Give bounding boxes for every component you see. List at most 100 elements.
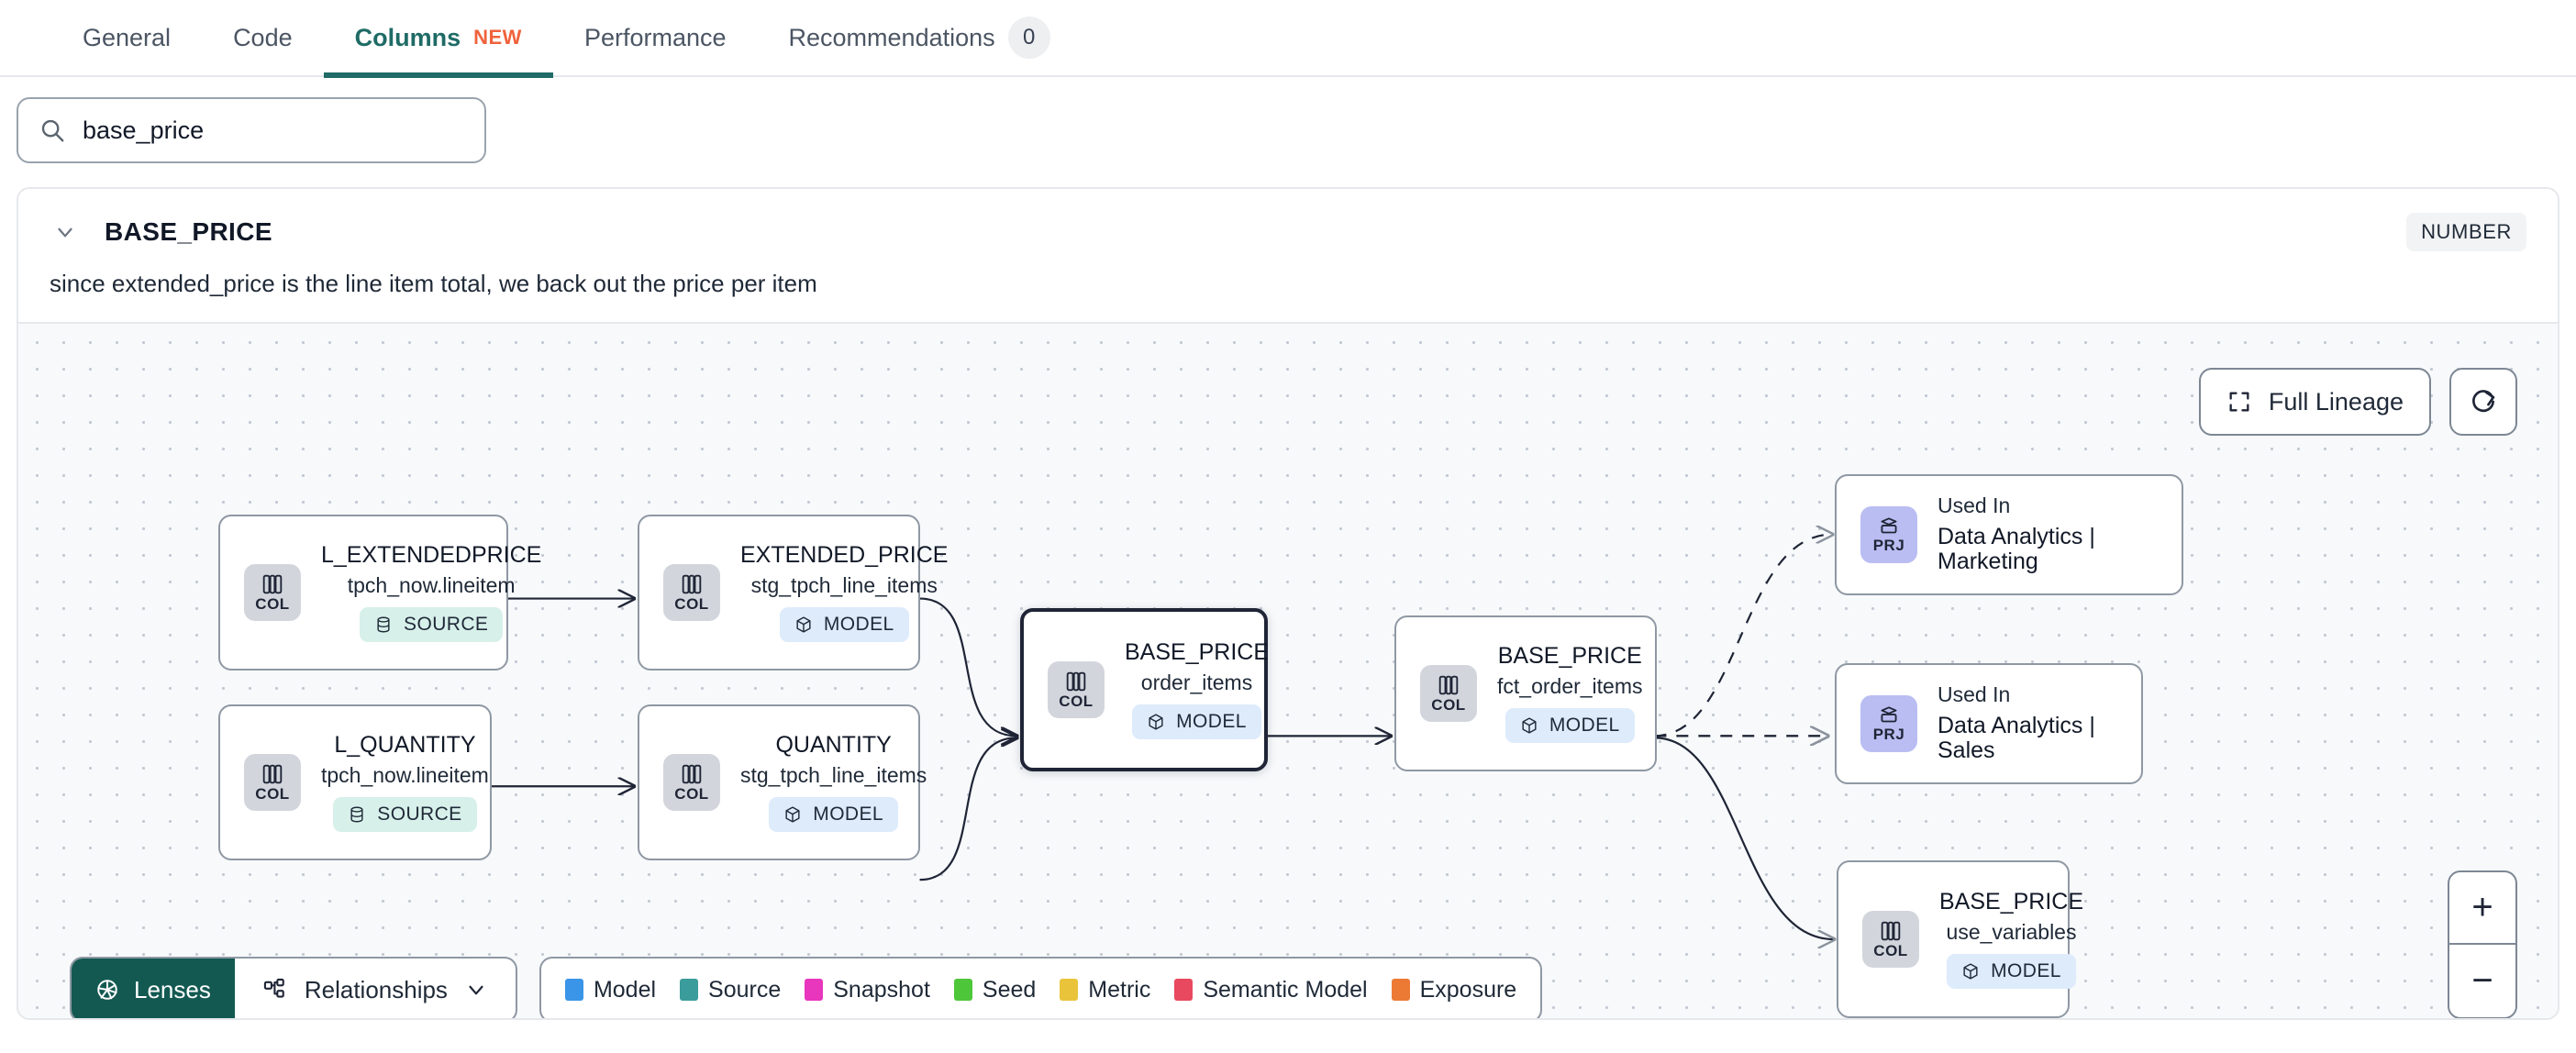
canvas-top-controls: Full Lineage <box>2198 368 2517 436</box>
column-header: BASE_PRICE NUMBER <box>18 189 2558 251</box>
node-kind-tag: COL <box>674 595 709 613</box>
node-name: BASE_PRICE <box>1497 642 1642 669</box>
tab-label: General <box>83 23 172 51</box>
lenses-button[interactable]: Lenses <box>72 959 235 1018</box>
lineage-node-quantity[interactable]: COL QUANTITY stg_tpch_line_items MODEL <box>638 704 927 860</box>
full-lineage-button[interactable]: Full Lineage <box>2198 368 2431 436</box>
node-body: L_EXTENDEDPRICE tpch_now.lineitem SOURCE <box>321 542 541 643</box>
legend-item-semantic-model: Semantic Model <box>1174 976 1368 1003</box>
lineage-node-l-quantity[interactable]: COL L_QUANTITY tpch_now.lineitem SOURCE <box>218 704 492 860</box>
legend-swatch <box>1391 979 1410 1001</box>
tab-recommendations[interactable]: Recommendations 0 <box>758 0 1082 76</box>
new-badge: NEW <box>473 26 522 49</box>
tab-columns[interactable]: Columns NEW <box>323 0 554 78</box>
node-type-pill: MODEL <box>769 797 898 833</box>
tab-general[interactable]: General <box>51 0 202 76</box>
chevron-down-icon[interactable] <box>50 216 81 248</box>
column-icon: COL <box>1420 665 1477 722</box>
legend-swatch <box>953 979 972 1001</box>
node-type-pill: MODEL <box>779 607 909 643</box>
legend-item-snapshot: Snapshot <box>805 977 930 1003</box>
refresh-button[interactable] <box>2449 368 2517 436</box>
lenses-label: Lenses <box>134 975 211 1003</box>
node-used-in-label: Used In <box>1938 493 2011 518</box>
node-kind-tag: COL <box>1059 693 1094 710</box>
relationships-dropdown[interactable]: Relationships <box>235 959 516 1018</box>
node-kind-tag: COL <box>255 785 290 803</box>
legend-swatch <box>1060 979 1079 1001</box>
tab-label: Performance <box>583 23 727 51</box>
node-subtitle: tpch_now.lineitem <box>347 573 516 598</box>
node-kind-tag: COL <box>674 785 709 803</box>
node-body: Used In Data Analytics | Marketing <box>1938 494 2158 574</box>
legend-label: Metric <box>1088 976 1151 1003</box>
tab-performance[interactable]: Performance <box>553 0 758 76</box>
node-type-pill: MODEL <box>1505 708 1635 744</box>
expand-icon <box>2226 389 2252 415</box>
column-icon: COL <box>244 754 301 811</box>
project-icon: PRJ <box>1860 695 1917 752</box>
tab-bar: General Code Columns NEW Performance Rec… <box>0 0 2576 78</box>
legend-label: Exposure <box>1419 976 1517 1003</box>
node-type-label: MODEL <box>823 614 894 636</box>
node-body: BASE_PRICE order_items MODEL <box>1125 638 1270 740</box>
node-subtitle: fct_order_items <box>1497 674 1643 699</box>
lineage-node-base-price-order-items[interactable]: COL BASE_PRICE order_items MODEL <box>1020 608 1270 771</box>
node-kind-tag: COL <box>1431 696 1466 714</box>
lenses-relationships-group: Lenses Relationships <box>70 957 517 1018</box>
node-body: BASE_PRICE fct_order_items MODEL <box>1497 642 1643 744</box>
lineage-node-base-price-use-variables[interactable]: COL BASE_PRICE use_variables MODEL <box>1837 860 2083 1018</box>
node-name: BASE_PRICE <box>1125 638 1270 665</box>
lineage-node-base-price-fct-order-items[interactable]: COL BASE_PRICE fct_order_items MODEL <box>1394 615 1657 771</box>
legend-label: Semantic Model <box>1203 976 1368 1003</box>
node-type-label: MODEL <box>1176 711 1247 733</box>
page-title: BASE_PRICE <box>105 217 272 246</box>
node-type-label: MODEL <box>1991 960 2061 982</box>
node-subtitle: order_items <box>1140 671 1253 695</box>
zoom-out-button[interactable]: − <box>2471 960 2493 1001</box>
node-project-name: Data Analytics | Sales <box>1938 712 2095 764</box>
legend-item-metric: Metric <box>1060 977 1150 1003</box>
lineage-canvas[interactable]: COL L_EXTENDEDPRICE tpch_now.lineitem SO… <box>18 322 2558 1018</box>
tab-label: Columns <box>354 23 461 51</box>
node-name: EXTENDED_PRICE <box>740 541 949 568</box>
lineage-node-l-extendedprice[interactable]: COL L_EXTENDEDPRICE tpch_now.lineitem SO… <box>218 515 541 671</box>
legend-label: Model <box>593 976 657 1003</box>
lineage-node-project-marketing[interactable]: PRJ Used In Data Analytics | Marketing <box>1835 474 2183 595</box>
node-type-label: SOURCE <box>404 614 489 636</box>
node-subtitle: stg_tpch_line_items <box>740 763 927 788</box>
lineage-node-extended-price[interactable]: COL EXTENDED_PRICE stg_tpch_line_items M… <box>638 515 948 671</box>
node-kind-tag: COL <box>1873 942 1908 959</box>
legend-swatch <box>805 979 824 1001</box>
node-type-label: MODEL <box>813 804 883 826</box>
column-icon: COL <box>1048 661 1105 718</box>
node-name: BASE_PRICE <box>1939 888 2084 914</box>
node-type-pill: SOURCE <box>360 607 504 643</box>
column-icon: COL <box>1862 911 1919 968</box>
node-type-label: MODEL <box>1549 715 1620 737</box>
search-row: base_price <box>0 77 2576 180</box>
search-input[interactable]: base_price <box>17 97 486 163</box>
aperture-icon <box>95 978 119 1002</box>
column-icon: COL <box>663 754 720 811</box>
node-name: QUANTITY <box>775 731 892 758</box>
column-type-badge: NUMBER <box>2406 213 2526 251</box>
node-subtitle: use_variables <box>1946 920 2077 945</box>
column-icon: COL <box>663 564 720 621</box>
column-panel: BASE_PRICE NUMBER since extended_price i… <box>17 187 2559 1020</box>
node-type-pill: MODEL <box>1132 704 1261 740</box>
zoom-in-button[interactable]: + <box>2449 872 2515 945</box>
chevron-down-icon <box>464 978 488 1002</box>
legend-item-seed: Seed <box>953 976 1037 1003</box>
tab-code[interactable]: Code <box>202 0 324 76</box>
lineage-node-project-sales[interactable]: PRJ Used In Data Analytics | Sales <box>1835 663 2143 784</box>
search-icon <box>39 116 66 144</box>
legend-label: Seed <box>982 976 1037 1003</box>
legend-label: Snapshot <box>833 976 930 1003</box>
column-icon: COL <box>244 564 301 621</box>
node-body: QUANTITY stg_tpch_line_items MODEL <box>740 731 927 833</box>
legend-swatch <box>1174 979 1194 1001</box>
search-input-value: base_price <box>83 116 205 144</box>
canvas-bottom-bar: Lenses Relationships <box>70 957 1543 1018</box>
tab-label: Recommendations <box>788 23 995 51</box>
